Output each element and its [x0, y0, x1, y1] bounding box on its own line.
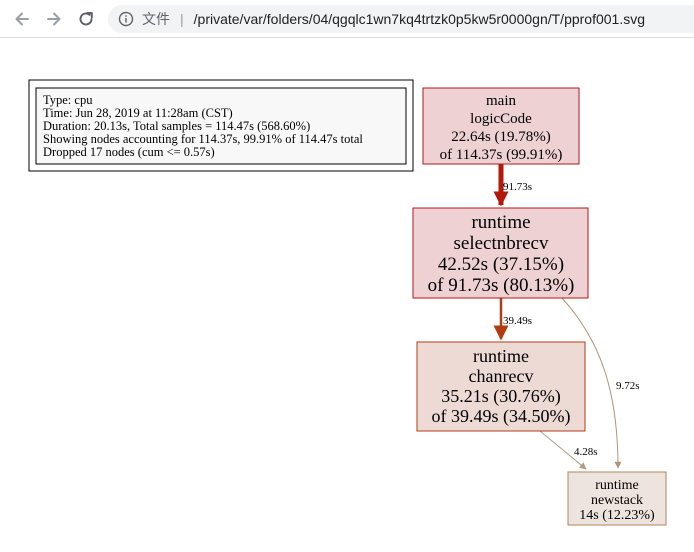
pprof-graph: Type: cpu Time: Jun 28, 2019 at 11:28am … [28, 79, 667, 526]
legend-line-showing: Showing nodes accounting for 114.37s, 99… [43, 132, 363, 146]
edge-label: 4.28s [574, 446, 598, 458]
node-line: of 114.37s (99.91%) [440, 147, 563, 163]
node-runtime-chanrecv[interactable]: runtime chanrecv 35.21s (30.76%) of 39.4… [416, 341, 586, 432]
node-line: chanrecv [469, 366, 534, 386]
node-line: main [486, 93, 516, 109]
edge-chanrecv-newstack[interactable]: 4.28s [539, 430, 598, 470]
legend-line-duration: Duration: 20.13s, Total samples = 114.47… [43, 119, 310, 133]
arrow-left-icon [15, 12, 29, 26]
address-separator: | [180, 11, 184, 27]
node-line: of 39.49s (34.50%) [432, 406, 571, 427]
edge-main-selectnbrecv[interactable]: 91.73s [493, 164, 532, 207]
reload-button[interactable] [74, 7, 98, 31]
svg-viewport: Type: cpu Time: Jun 28, 2019 at 11:28am … [0, 38, 694, 552]
node-line: runtime [595, 478, 639, 493]
node-line: 22.64s (19.78%) [451, 129, 551, 145]
node-runtime-newstack[interactable]: runtime newstack 14s (12.23%) [567, 471, 667, 526]
url-text[interactable]: /private/var/folders/04/qgqlc1wn7kq4trtz… [193, 11, 646, 27]
node-runtime-selectnbrecv[interactable]: runtime selectnbrecv 42.52s (37.15%) of … [412, 207, 589, 299]
site-label: 文件 [142, 11, 170, 27]
legend-line-time: Time: Jun 28, 2019 at 11:28am (CST) [43, 106, 233, 120]
forward-button[interactable] [42, 7, 66, 31]
edge-label: 39.49s [503, 315, 532, 327]
back-button[interactable] [10, 7, 34, 31]
node-line: logicCode [470, 111, 532, 127]
node-line: 14s (12.23%) [579, 508, 655, 523]
info-icon[interactable] [118, 11, 134, 27]
node-line: selectnbrecv [454, 233, 549, 254]
node-main-logiccode[interactable]: main logicCode 22.64s (19.78%) of 114.37… [422, 87, 580, 165]
legend: Type: cpu Time: Jun 28, 2019 at 11:28am … [28, 79, 414, 172]
legend-line-dropped: Dropped 17 nodes (cum <= 0.57s) [43, 145, 215, 159]
node-line: runtime [471, 212, 530, 233]
edge-label: 9.72s [616, 380, 640, 392]
node-line: 35.21s (30.76%) [441, 386, 561, 407]
reload-icon [79, 12, 93, 26]
node-line: 42.52s (37.15%) [438, 254, 564, 275]
arrow-right-icon [47, 12, 61, 26]
edge-selectnbrecv-newstack[interactable]: 9.72s [561, 297, 640, 469]
address-bar[interactable]: 文件 | /private/var/folders/04/qgqlc1wn7kq… [108, 5, 694, 33]
node-line: newstack [591, 493, 643, 508]
node-line: runtime [473, 346, 529, 366]
edge-label: 91.73s [503, 181, 532, 193]
edge-selectnbrecv-chanrecv[interactable]: 39.49s [493, 298, 532, 341]
node-line: of 91.73s (80.13%) [428, 275, 575, 296]
browser-toolbar: 文件 | /private/var/folders/04/qgqlc1wn7kq… [0, 0, 694, 38]
legend-inner-box [35, 87, 407, 165]
legend-line-type: Type: cpu [43, 93, 93, 107]
